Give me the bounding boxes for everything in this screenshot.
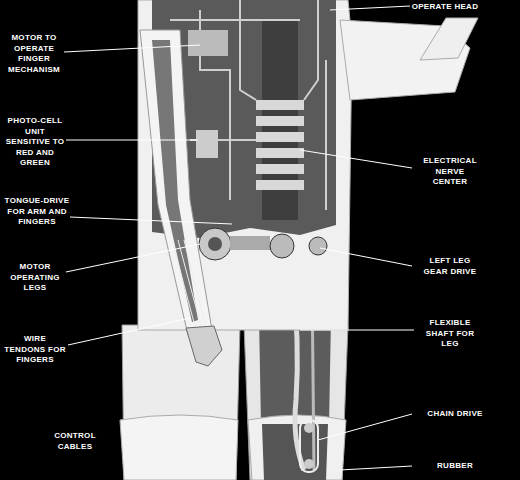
part-label: MOTOR OPERATING LEGS xyxy=(4,262,66,294)
label-slot: CHAIN DRIVE xyxy=(420,409,490,420)
part-label: PHOTO-CELL UNIT SENSITIVE TO RED AND GRE… xyxy=(4,116,66,169)
label-slot: MOTOR OPERATING LEGS xyxy=(4,262,66,294)
label-slot: FLEXIBLE SHAFT FOR LEG xyxy=(422,318,478,350)
label-slot: WIRE TENDONS FOR FINGERS xyxy=(4,334,66,366)
part-label: FLEXIBLE SHAFT FOR LEG xyxy=(422,318,478,350)
label-slot: TONGUE-DRIVE FOR ARM AND FINGERS xyxy=(4,196,70,228)
part-label: MOTOR TO OPERATE FINGER MECHANISM xyxy=(5,33,63,75)
label-slot: PHOTO-CELL UNIT SENSITIVE TO RED AND GRE… xyxy=(4,116,66,169)
label-slot: LEFT LEG GEAR DRIVE xyxy=(419,256,481,277)
label-slot: MOTOR TO OPERATE FINGER MECHANISM xyxy=(5,33,63,75)
part-label: TONGUE-DRIVE FOR ARM AND FINGERS xyxy=(4,196,70,228)
part-label: OPERATE HEAD xyxy=(405,2,485,13)
part-label: LEFT LEG GEAR DRIVE xyxy=(419,256,481,277)
part-label: CONTROL CABLES xyxy=(50,431,100,452)
part-label: RUBBER xyxy=(425,461,485,472)
label-slot: ELECTRICAL NERVE CENTER xyxy=(419,156,481,188)
part-label: ELECTRICAL NERVE CENTER xyxy=(419,156,481,188)
part-label: WIRE TENDONS FOR FINGERS xyxy=(4,334,66,366)
part-label: CHAIN DRIVE xyxy=(420,409,490,420)
label-slot: OPERATE HEAD xyxy=(405,2,485,13)
label-slot: CONTROL CABLES xyxy=(50,431,100,452)
label-slot: RUBBER xyxy=(425,461,485,472)
